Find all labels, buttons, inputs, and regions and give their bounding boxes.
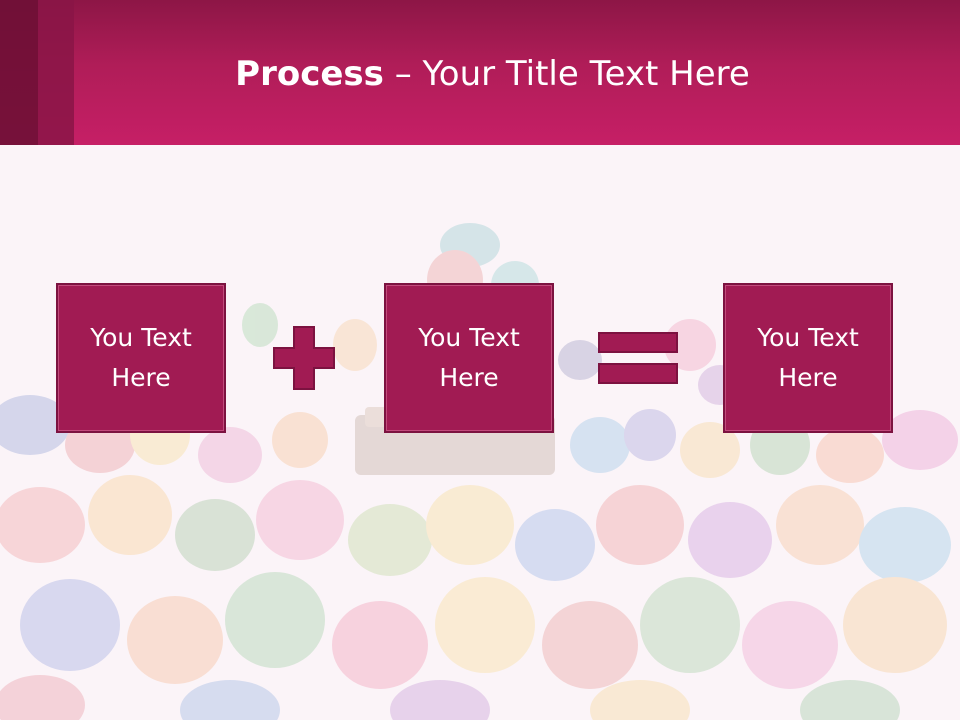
process-box-text-line1: You Text bbox=[90, 323, 192, 352]
title-bold-word: Process bbox=[235, 54, 384, 94]
process-box-2[interactable]: You Text Here bbox=[384, 283, 554, 433]
plus-icon bbox=[273, 326, 335, 390]
process-box-text-line1: You Text bbox=[418, 323, 520, 352]
title-text: Your Title Text Here bbox=[422, 54, 750, 94]
process-box-1[interactable]: You Text Here bbox=[56, 283, 226, 433]
title-separator: – bbox=[383, 54, 423, 94]
process-box-text-line2: Here bbox=[778, 363, 838, 392]
process-box-text-line2: Here bbox=[111, 363, 171, 392]
process-box-text-line2: Here bbox=[439, 363, 499, 392]
equals-icon bbox=[598, 332, 678, 384]
process-box-3[interactable]: You Text Here bbox=[723, 283, 893, 433]
header-accent-bar bbox=[38, 0, 74, 145]
slide-header: Process – Your Title Text Here bbox=[0, 0, 960, 145]
slide-title[interactable]: Process – Your Title Text Here bbox=[0, 52, 960, 96]
process-box-text-line1: You Text bbox=[757, 323, 859, 352]
header-accent-bar bbox=[0, 0, 38, 145]
